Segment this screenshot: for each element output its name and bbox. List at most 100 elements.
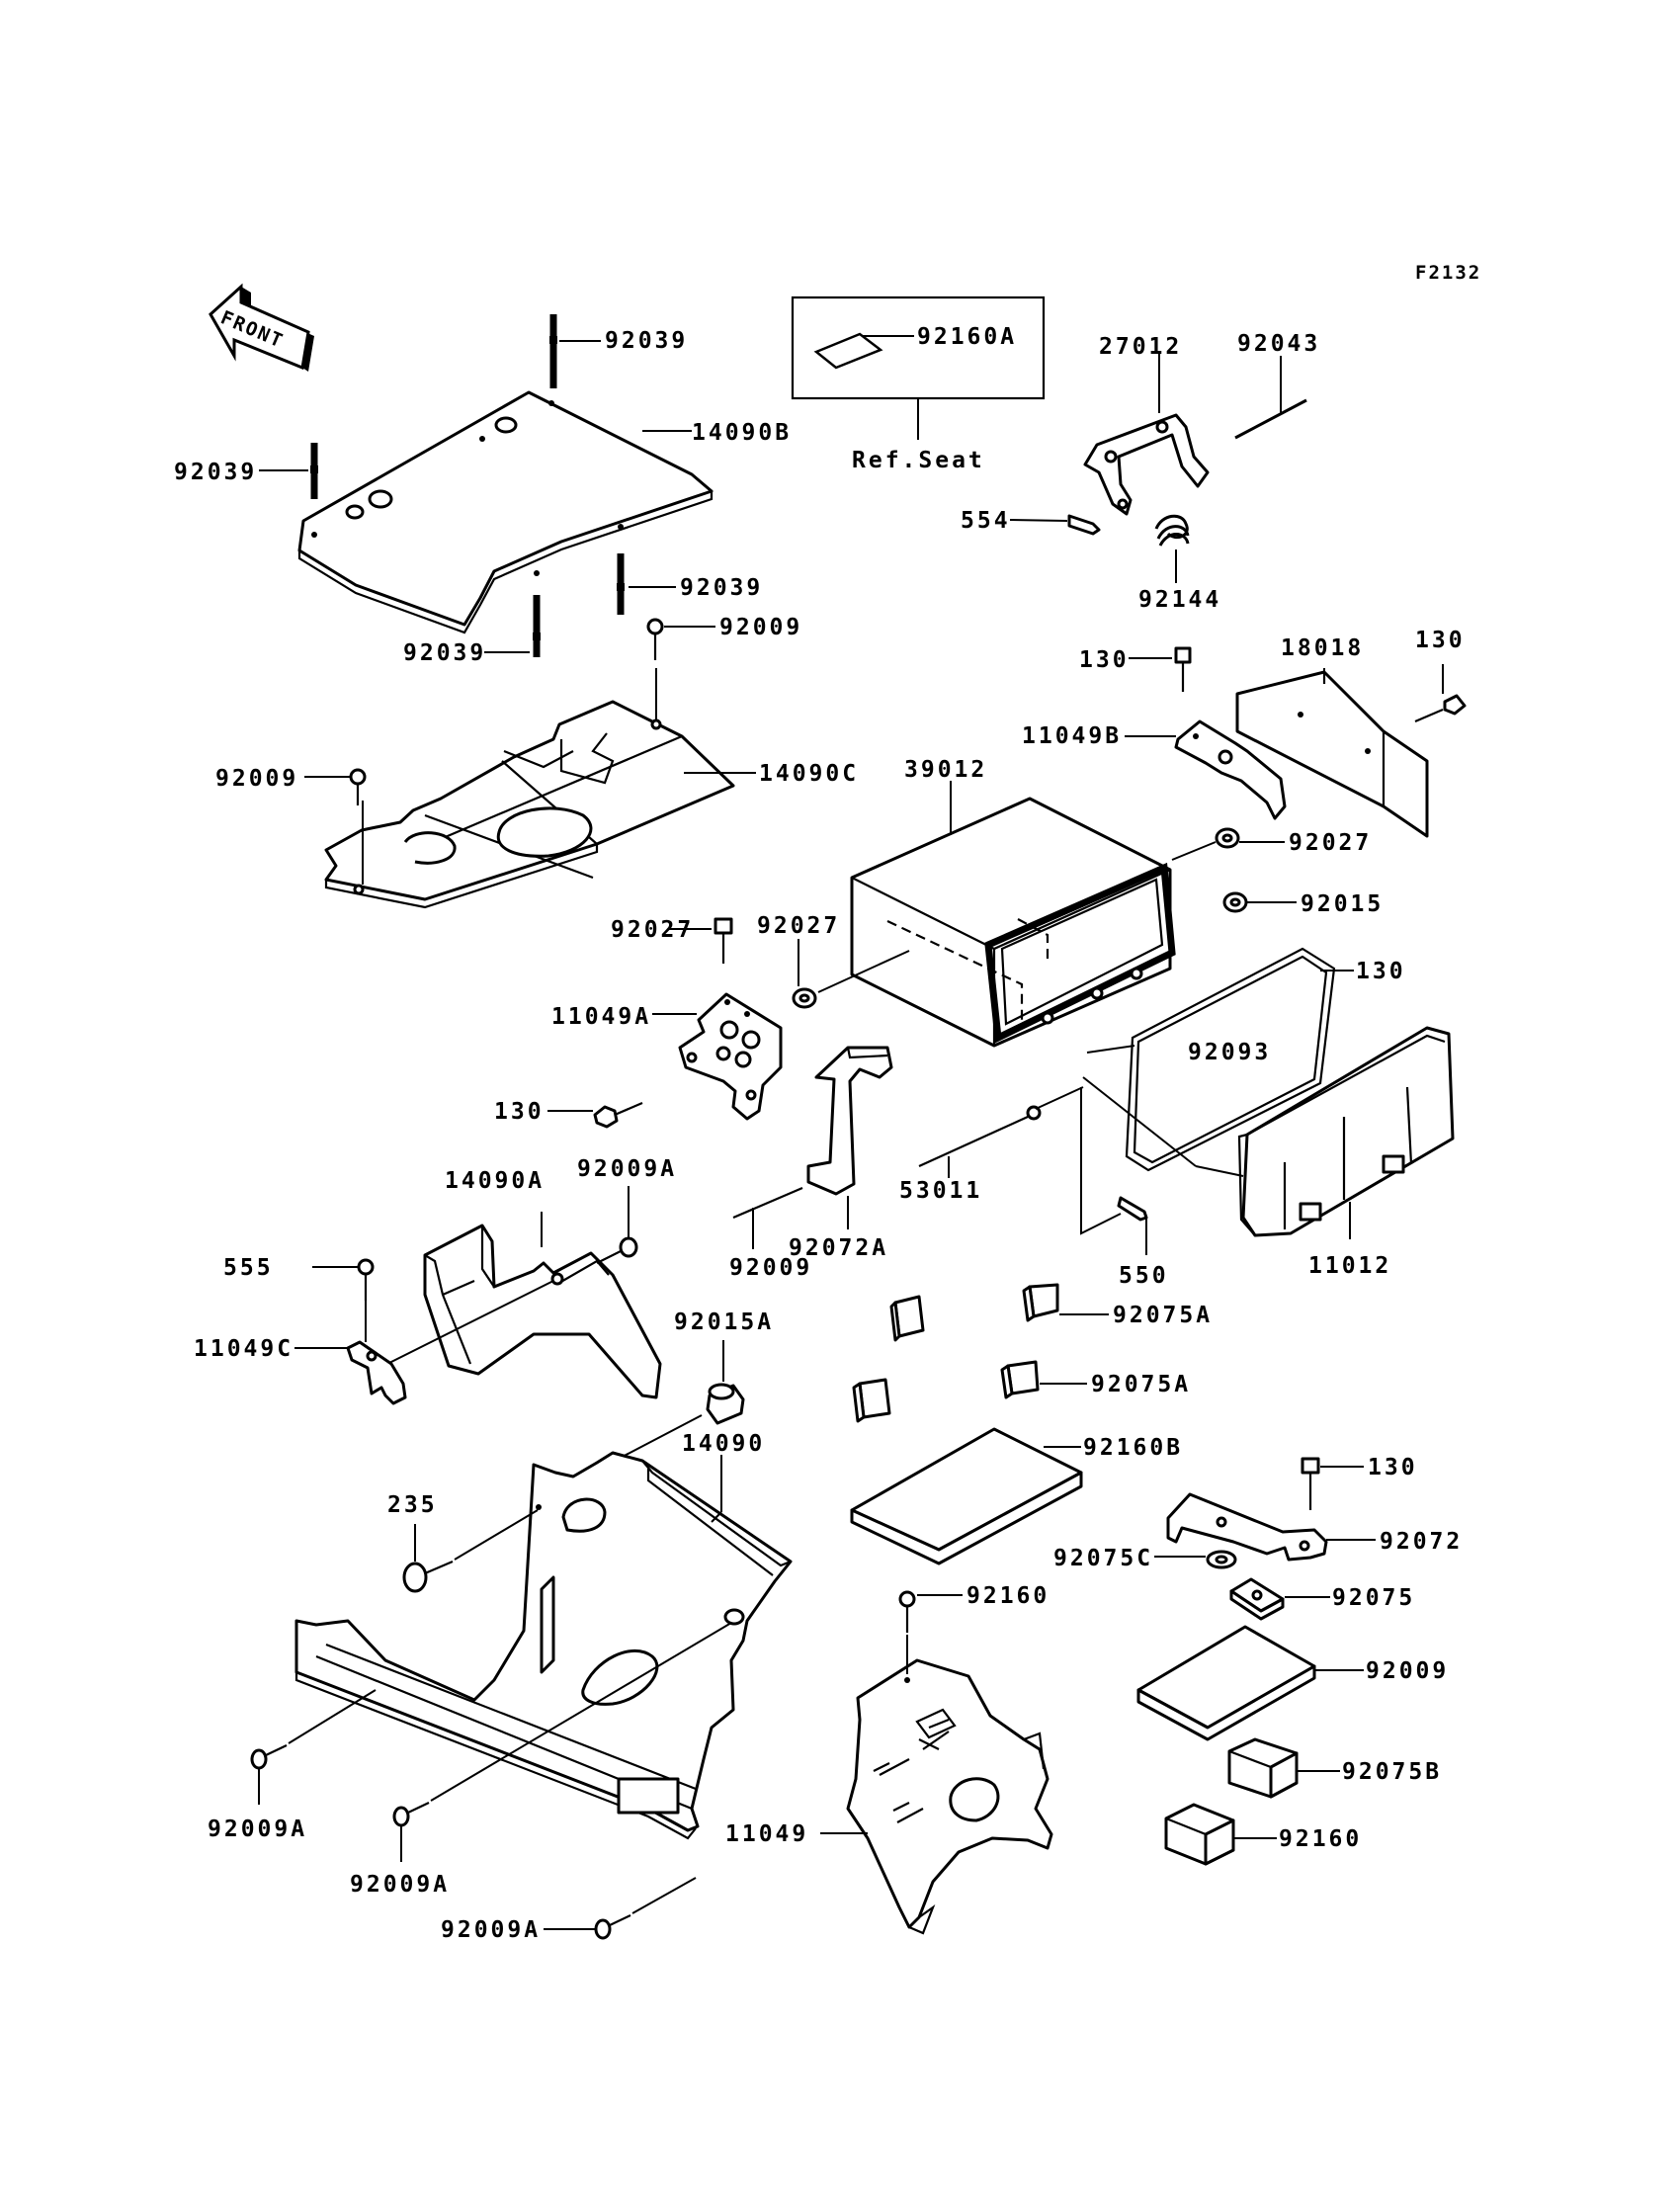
label-555: 92009 [729, 1255, 812, 1281]
nut-92027-right [1215, 827, 1285, 849]
label-92015A: 92015A [674, 1310, 774, 1335]
bolt-92009-c [312, 1258, 375, 1342]
label-130-mid: 92027 [611, 917, 694, 943]
label-92015: 92015 [1301, 891, 1384, 917]
pad-92075 [1229, 1577, 1330, 1621]
label-92093-inner: 92093 [1188, 1040, 1271, 1065]
label-92027-right: 92027 [1289, 830, 1372, 856]
gasket-92093-outer [1125, 947, 1354, 1172]
label-14090B: 14090B [692, 420, 792, 446]
label-92009A-top: 92009A [577, 1156, 677, 1182]
figure-code: F2132 [1415, 262, 1481, 284]
label-11049: 11049 [725, 1821, 808, 1847]
bolt-92009-top [646, 618, 715, 660]
label-92009-d: 92160 [966, 1583, 1050, 1609]
label-92009A-mid: 92009A [350, 1872, 450, 1898]
label-92160-b: 92160 [1279, 1826, 1362, 1852]
label-92009-left: 92009 [215, 766, 298, 792]
label-11049C: 11049C [194, 1336, 294, 1362]
label-92093-outer: 130 [1356, 959, 1406, 984]
bolt-92009A-mid [392, 1622, 732, 1862]
label-130-top: 130 [1079, 647, 1130, 673]
bolt-130-e [1301, 1457, 1364, 1510]
pin-555 [732, 1186, 803, 1249]
screw-235 [402, 1509, 539, 1593]
bolt-130-right [1414, 664, 1467, 723]
label-130-low: 130 [494, 1099, 545, 1125]
pad-92075A-2 [1022, 1283, 1109, 1322]
mat-14090C [324, 668, 756, 909]
collar-92015A [614, 1340, 745, 1462]
nut-92027-mid [792, 939, 910, 1009]
label-554: 554 [961, 508, 1011, 534]
label-92072A: 92072A [789, 1235, 888, 1261]
pin-92039-bottom [484, 595, 541, 657]
label-92072: 92072 [1380, 1529, 1463, 1555]
bolt-92009A-left [250, 1689, 377, 1805]
label-92039-top: 92039 [605, 328, 688, 354]
label-550: 550 [1119, 1263, 1169, 1289]
label-92075A-top: 92075A [1113, 1303, 1213, 1328]
front-arrow-icon: FRONT [209, 283, 314, 372]
pad-92075A-3 [852, 1378, 891, 1423]
label-53011: 53011 [899, 1178, 982, 1204]
label-92075: 92075 [1332, 1585, 1415, 1611]
pin-92039-right [617, 553, 676, 615]
nut-92015 [1222, 891, 1297, 913]
label-92075A-mid: 92075A [1091, 1372, 1191, 1397]
label-92009A-left: 92009A [208, 1817, 307, 1842]
bolt-92009A-bottom [544, 1877, 697, 1940]
strap-92072A [806, 1046, 893, 1229]
pin-92039-left [259, 443, 318, 499]
label-27012: 27012 [1099, 334, 1182, 360]
label-11049B: 11049B [1022, 723, 1122, 749]
cotter-pin-550 [1080, 1087, 1148, 1255]
pad-92075B [1136, 1625, 1364, 1741]
label-11012: 11012 [1308, 1253, 1391, 1279]
bracket-11049B [1125, 646, 1287, 820]
washer-92075C [1154, 1550, 1237, 1569]
label-39012: 39012 [904, 757, 987, 783]
block-92160-a [1227, 1737, 1340, 1799]
cover-plate-14090B [297, 390, 714, 634]
cover-14090A [423, 1212, 662, 1399]
bracket-11049C [294, 1340, 407, 1405]
pin-92039-top [549, 314, 601, 388]
pad-92160B [850, 1427, 1083, 1565]
label-92160-a: 92075B [1342, 1759, 1442, 1785]
label-92009-c: 555 [223, 1255, 274, 1281]
label-92160A: 92160A [917, 324, 1017, 350]
label-92009A-bottom: 92009A [441, 1917, 541, 1943]
bolt-130-low [547, 1101, 643, 1129]
label-235: 235 [387, 1492, 438, 1518]
label-92144: 92144 [1138, 587, 1221, 613]
bolt-92009A-top [382, 1186, 638, 1367]
plate-18018 [1235, 668, 1429, 838]
label-92075B: 92009 [1366, 1658, 1449, 1684]
label-18018: 18018 [1281, 635, 1364, 661]
label-92027-mid: 92027 [757, 913, 840, 939]
bolt-130-b [1129, 646, 1192, 692]
label-92039-right: 92039 [680, 575, 763, 601]
label-11049A: 11049A [551, 1004, 651, 1030]
block-92160-b [1164, 1803, 1277, 1866]
bolt-92009-left [304, 768, 367, 805]
bolt-130-mid [668, 917, 733, 964]
bolt-92009-d [898, 1590, 963, 1674]
label-92009-top: 92009 [719, 615, 802, 640]
label-92039-left: 92039 [174, 460, 257, 485]
label-130-e: 130 [1368, 1455, 1418, 1480]
label-92160B: 92160B [1083, 1435, 1183, 1461]
lid-11012 [1082, 1026, 1455, 1239]
bracket-92072 [1166, 1492, 1376, 1562]
reference-note: Ref.Seat [852, 448, 985, 473]
bolt-53011 [918, 1086, 1084, 1178]
cover-14090 [294, 1451, 793, 1840]
seat-reference-box [791, 296, 1046, 440]
label-92043: 92043 [1237, 331, 1320, 357]
label-14090C: 14090C [759, 761, 859, 787]
bracket-plate-11049 [820, 1658, 1053, 1935]
battery-case-39012 [850, 781, 1176, 1048]
pad-92075A-1 [889, 1295, 925, 1342]
